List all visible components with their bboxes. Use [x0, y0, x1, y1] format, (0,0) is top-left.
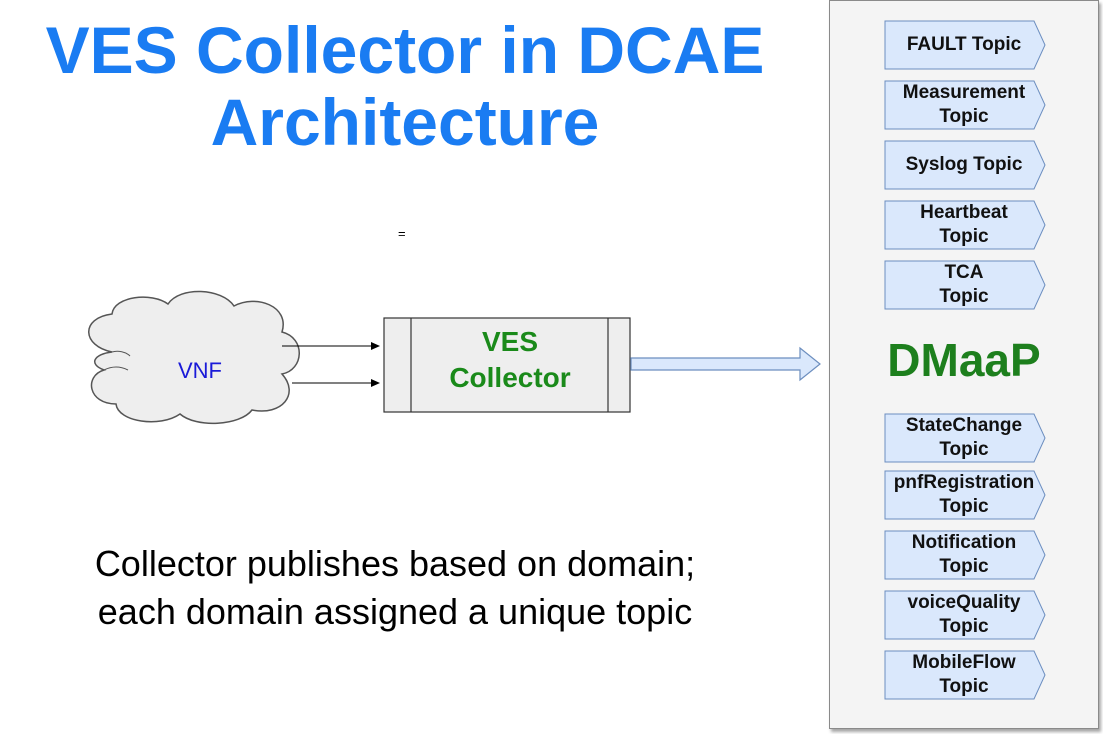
- vnf-label: VNF: [178, 358, 222, 383]
- topic-voicequality[interactable]: voiceQuality Topic: [884, 590, 1046, 640]
- topic-label: Measurement Topic: [902, 82, 1026, 127]
- topic-tca[interactable]: TCA Topic: [884, 260, 1046, 310]
- vnf-to-collector-arrow-2: [292, 379, 380, 387]
- topic-label: voiceQuality Topic: [907, 592, 1021, 637]
- topic-label: Syslog Topic: [905, 154, 1023, 175]
- ves-collector-label: VES Collector: [412, 324, 608, 396]
- collector-label-line-1: VES: [481, 326, 539, 357]
- topic-label: MobileFlow Topic: [912, 652, 1016, 697]
- topic-label: Heartbeat Topic: [920, 202, 1008, 247]
- topic-fault[interactable]: FAULT Topic: [884, 20, 1046, 70]
- topic-label: FAULT Topic: [906, 34, 1022, 55]
- dmaap-label: DMaaP: [887, 334, 1041, 386]
- title-line-2: Architecture: [210, 85, 600, 159]
- caption-line-1: Collector publishes based on domain;: [94, 543, 696, 584]
- caption: Collector publishes based on domain; eac…: [30, 540, 760, 636]
- equals-mark: =: [398, 226, 406, 241]
- topic-syslog[interactable]: Syslog Topic: [884, 140, 1046, 190]
- topic-label: Notification Topic: [911, 532, 1017, 577]
- topic-label: TCA Topic: [939, 262, 989, 307]
- flow-diagram: [88, 290, 821, 424]
- slide-title: VES Collector in DCAE Architecture: [0, 14, 810, 158]
- topic-heartbeat[interactable]: Heartbeat Topic: [884, 200, 1046, 250]
- caption-line-2: each domain assigned a unique topic: [97, 591, 693, 632]
- topic-label: StateChange Topic: [905, 415, 1023, 460]
- topic-mobileflow[interactable]: MobileFlow Topic: [884, 650, 1046, 700]
- topic-label: pnfRegistration Topic: [893, 472, 1035, 517]
- collector-to-dmaap-arrow: [630, 346, 821, 382]
- topic-pnfregistration[interactable]: pnfRegistration Topic: [884, 470, 1046, 520]
- vnf-to-collector-arrow-1: [282, 342, 380, 350]
- title-line-1: VES Collector in DCAE: [45, 13, 765, 87]
- collector-label-line-2: Collector: [449, 362, 571, 393]
- ves-collector-box[interactable]: [383, 317, 631, 413]
- topic-notification[interactable]: Notification Topic: [884, 530, 1046, 580]
- topic-statechange[interactable]: StateChange Topic: [884, 413, 1046, 463]
- topic-measurement[interactable]: Measurement Topic: [884, 80, 1046, 130]
- vnf-cloud-icon: [88, 290, 300, 424]
